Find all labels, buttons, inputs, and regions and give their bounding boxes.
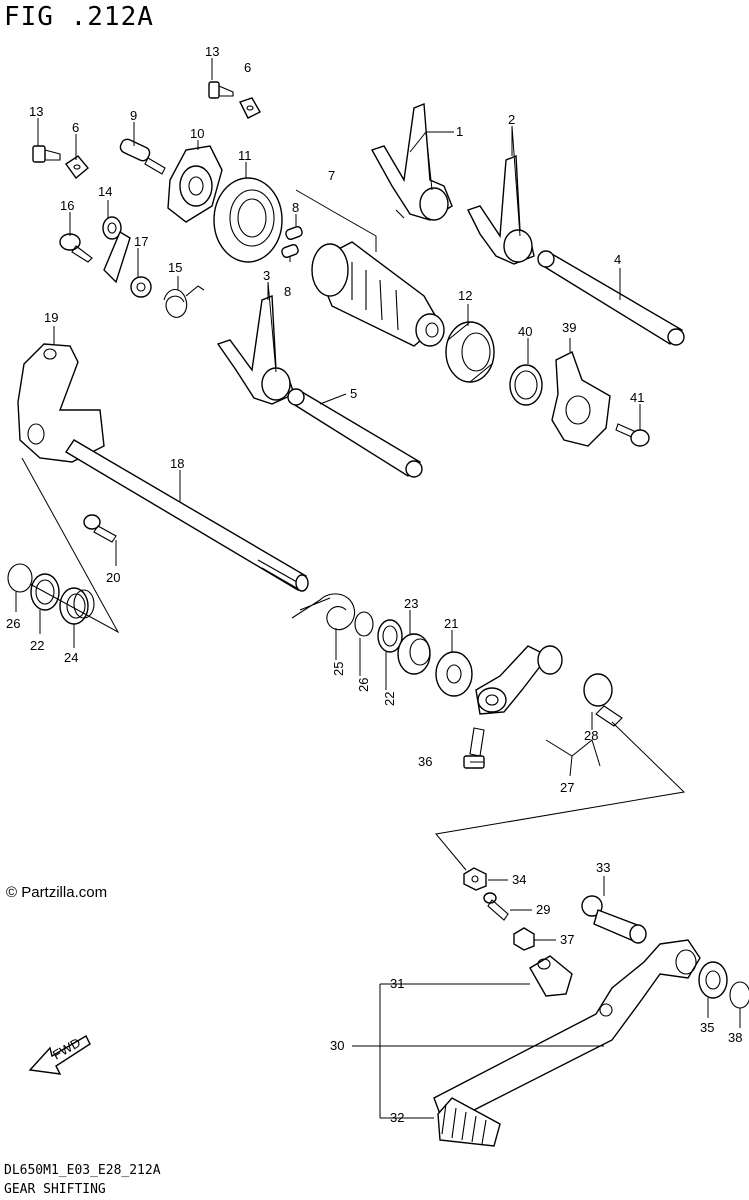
callout-40: 40 <box>518 324 532 339</box>
watermark-text: © Partzilla.com <box>6 884 108 901</box>
callout-28: 28 <box>584 728 598 743</box>
callout-6b: 6 <box>72 120 79 135</box>
shift-cam-7[interactable] <box>311 241 445 347</box>
callout-9: 9 <box>130 108 137 123</box>
callout-3: 3 <box>263 268 270 283</box>
pin-9[interactable] <box>118 137 166 175</box>
callout-17: 17 <box>134 234 148 249</box>
gearshift-lever-30[interactable] <box>433 939 701 1115</box>
callout-39: 39 <box>562 320 576 335</box>
callout-37: 37 <box>560 932 574 947</box>
shift-shaft-18[interactable] <box>65 439 309 592</box>
circlip-38[interactable] <box>729 981 749 1009</box>
leader-lines <box>15 58 741 1119</box>
callout-2: 2 <box>508 112 515 127</box>
callout-22a: 22 <box>30 638 44 653</box>
fork-shaft-4[interactable] <box>537 250 685 346</box>
callout-12: 12 <box>458 288 472 303</box>
circlip-26b[interactable] <box>354 611 374 637</box>
callout-1: 1 <box>456 124 463 139</box>
figure-code: DL650M1_E03_E28_212A <box>4 1163 161 1178</box>
pin-8a[interactable] <box>285 225 303 241</box>
callout-23: 23 <box>404 596 418 611</box>
figure-name: GEAR SHIFTING <box>4 1182 106 1197</box>
callout-31: 31 <box>390 976 404 991</box>
callout-41: 41 <box>630 390 644 405</box>
callout-16: 16 <box>60 198 74 213</box>
callout-20: 20 <box>106 570 120 585</box>
spring-25[interactable] <box>291 593 356 631</box>
callout-8b: 8 <box>284 284 291 299</box>
joint-31[interactable] <box>529 955 573 997</box>
spring-15[interactable] <box>163 285 205 318</box>
callout-5: 5 <box>350 386 357 401</box>
callout-10: 10 <box>190 126 204 141</box>
washer-21[interactable] <box>435 651 473 697</box>
callout-8a: 8 <box>292 200 299 215</box>
shift-fork-3[interactable] <box>216 294 295 405</box>
nut-37[interactable] <box>513 927 535 951</box>
callout-21: 21 <box>444 616 458 631</box>
figure-title: FIG .212A <box>4 2 154 32</box>
callout-4: 4 <box>614 252 621 267</box>
bolt-20[interactable] <box>83 514 117 543</box>
callout-14: 14 <box>98 184 112 199</box>
callout-29: 29 <box>536 902 550 917</box>
callout-15: 15 <box>168 260 182 275</box>
bolt-13b[interactable] <box>32 145 61 163</box>
cam-plate-10[interactable] <box>167 145 223 223</box>
callout-26a: 26 <box>6 616 20 631</box>
callout-13a: 13 <box>205 44 219 59</box>
shift-link-arm[interactable] <box>475 645 563 715</box>
bearing-12[interactable] <box>445 321 495 383</box>
callout-7: 7 <box>328 168 335 183</box>
callout-33: 33 <box>596 860 610 875</box>
spacer-14[interactable] <box>102 216 122 240</box>
callout-27: 27 <box>560 780 574 795</box>
rod-end-28[interactable] <box>583 673 623 727</box>
fwd-arrow-icon: FWD <box>28 1035 91 1075</box>
bolt-29[interactable] <box>483 892 509 921</box>
shift-fork-2[interactable] <box>467 154 535 265</box>
pivot-bolt-33[interactable] <box>581 895 647 944</box>
callout-30: 30 <box>330 1038 344 1053</box>
bolt-16[interactable] <box>59 233 93 263</box>
washer-6b[interactable] <box>65 155 89 180</box>
bolt-41[interactable] <box>615 423 650 447</box>
nut-34[interactable] <box>463 867 487 891</box>
shift-lever-19[interactable] <box>17 343 105 463</box>
washer-17[interactable] <box>130 276 152 298</box>
seal-23[interactable] <box>397 633 431 675</box>
stopper-arm[interactable] <box>103 230 131 284</box>
callout-13b: 13 <box>29 104 43 119</box>
callout-38: 38 <box>728 1030 742 1045</box>
bolt-13a[interactable] <box>208 81 234 99</box>
bracket-39[interactable] <box>551 351 611 447</box>
callout-32: 32 <box>390 1110 404 1125</box>
callout-35: 35 <box>700 1020 714 1035</box>
callout-34: 34 <box>512 872 526 887</box>
callout-24: 24 <box>64 650 78 665</box>
washer-6a[interactable] <box>239 97 261 119</box>
fork-shaft-5[interactable] <box>287 388 423 478</box>
callout-11: 11 <box>238 148 252 163</box>
pin-8b[interactable] <box>281 243 299 259</box>
callout-36: 36 <box>418 754 432 769</box>
callout-22b: 22 <box>382 692 397 706</box>
callout-25: 25 <box>331 662 346 676</box>
circlip-26a[interactable] <box>7 563 33 593</box>
footpeg-rubber-32[interactable] <box>437 1097 501 1147</box>
callout-18: 18 <box>170 456 184 471</box>
callout-6a: 6 <box>244 60 251 75</box>
washer-40[interactable] <box>509 364 543 406</box>
washer-22b[interactable] <box>377 619 403 653</box>
callout-26b: 26 <box>356 678 371 692</box>
callout-19: 19 <box>44 310 58 325</box>
shift-fork-1[interactable] <box>370 102 453 221</box>
seal-24[interactable] <box>59 587 95 625</box>
bearing-11[interactable] <box>213 177 283 263</box>
washer-35[interactable] <box>698 961 728 999</box>
